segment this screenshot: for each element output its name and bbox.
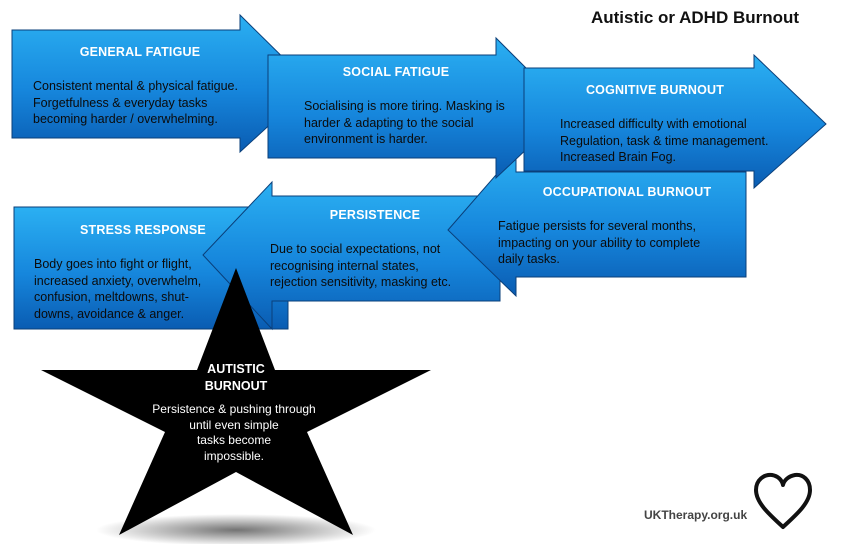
persistence-heading-text: Persistence: [329, 208, 421, 222]
social-fatigue-heading-text: Social Fatigue: [342, 65, 450, 79]
stress-response-heading: Stress Response: [58, 223, 228, 237]
text-line: recognising internal states,: [270, 258, 419, 273]
text-line: AUTISTIC: [207, 362, 265, 376]
website-credit[interactable]: UKTherapy.org.uk: [644, 508, 748, 522]
persistence-text: Due to social expectations, not recognis…: [270, 241, 451, 291]
autistic-burnout-star: [41, 268, 431, 535]
text-line: impossible.: [203, 448, 265, 463]
text-line: environment is harder.: [304, 132, 428, 146]
text-line: confusion, meltdowns, shut-: [34, 290, 189, 304]
text-line: Forgetfulness & everyday tasks: [33, 95, 208, 110]
autistic-burnout-text: Persistence & pushing through until even…: [134, 402, 334, 464]
text-line: Increased difficulty with emotional: [560, 117, 747, 131]
occupational-burnout-heading-text: Occupational Burnout: [542, 185, 712, 199]
stress-response-heading-text: Stress Response: [80, 223, 206, 237]
text-line: rejection sensitivity, masking etc.: [270, 275, 452, 289]
text-line: Due to social expectations, not: [270, 242, 441, 256]
cognitive-burnout-arrow: [523, 53, 827, 190]
social-fatigue-text: Socialising is more tiring. Masking is h…: [304, 98, 505, 148]
general-fatigue-heading-text: General Fatigue: [79, 45, 201, 59]
star-shadow: [96, 514, 376, 544]
text-line: daily tasks.: [498, 252, 560, 266]
text-line: becoming harder / overwhelming.: [33, 112, 218, 126]
general-fatigue-text: Consistent mental & physical fatigue. Fo…: [33, 78, 238, 128]
stress-response-text: Body goes into fight or flight, increase…: [34, 256, 201, 322]
occupational-burnout-text: Fatigue persists for several months, imp…: [498, 218, 700, 268]
heart-outline-icon: [754, 472, 812, 529]
cognitive-burnout-heading-text: Cognitive Burnout: [585, 83, 725, 97]
text-line: harder & adapting to the social: [304, 115, 474, 130]
text-line: downs, avoidance & anger.: [34, 306, 185, 321]
text-line: until even simple: [189, 417, 279, 432]
text-line: Body goes into fight or flight,: [34, 257, 192, 271]
autistic-burnout-heading: AUTISTIC BURNOUT: [176, 361, 296, 395]
cognitive-burnout-text: Increased difficulty with emotional Regu…: [560, 116, 768, 166]
occupational-burnout-heading: Occupational Burnout: [522, 185, 732, 199]
diagram-title: Autistic or ADHD Burnout: [590, 8, 800, 27]
text-line: Fatigue persists for several months,: [498, 219, 696, 233]
text-line: Consistent mental & physical fatigue.: [33, 79, 238, 93]
text-line: Persistence & pushing through: [152, 402, 316, 416]
general-fatigue-heading: General Fatigue: [50, 45, 230, 59]
social-fatigue-heading: Social Fatigue: [306, 65, 486, 79]
text-line: tasks become: [196, 433, 272, 447]
text-line: Regulation, task & time management.: [560, 133, 769, 148]
text-line: Increased Brain Fog.: [560, 150, 677, 164]
text-line: impacting on your ability to complete: [498, 235, 701, 250]
text-line: BURNOUT: [204, 379, 268, 393]
text-line: Socialising is more tiring. Masking is: [304, 99, 505, 113]
cognitive-burnout-heading: Cognitive Burnout: [560, 83, 750, 97]
text-line: increased anxiety, overwhelm,: [34, 273, 202, 288]
persistence-heading: Persistence: [300, 208, 450, 222]
